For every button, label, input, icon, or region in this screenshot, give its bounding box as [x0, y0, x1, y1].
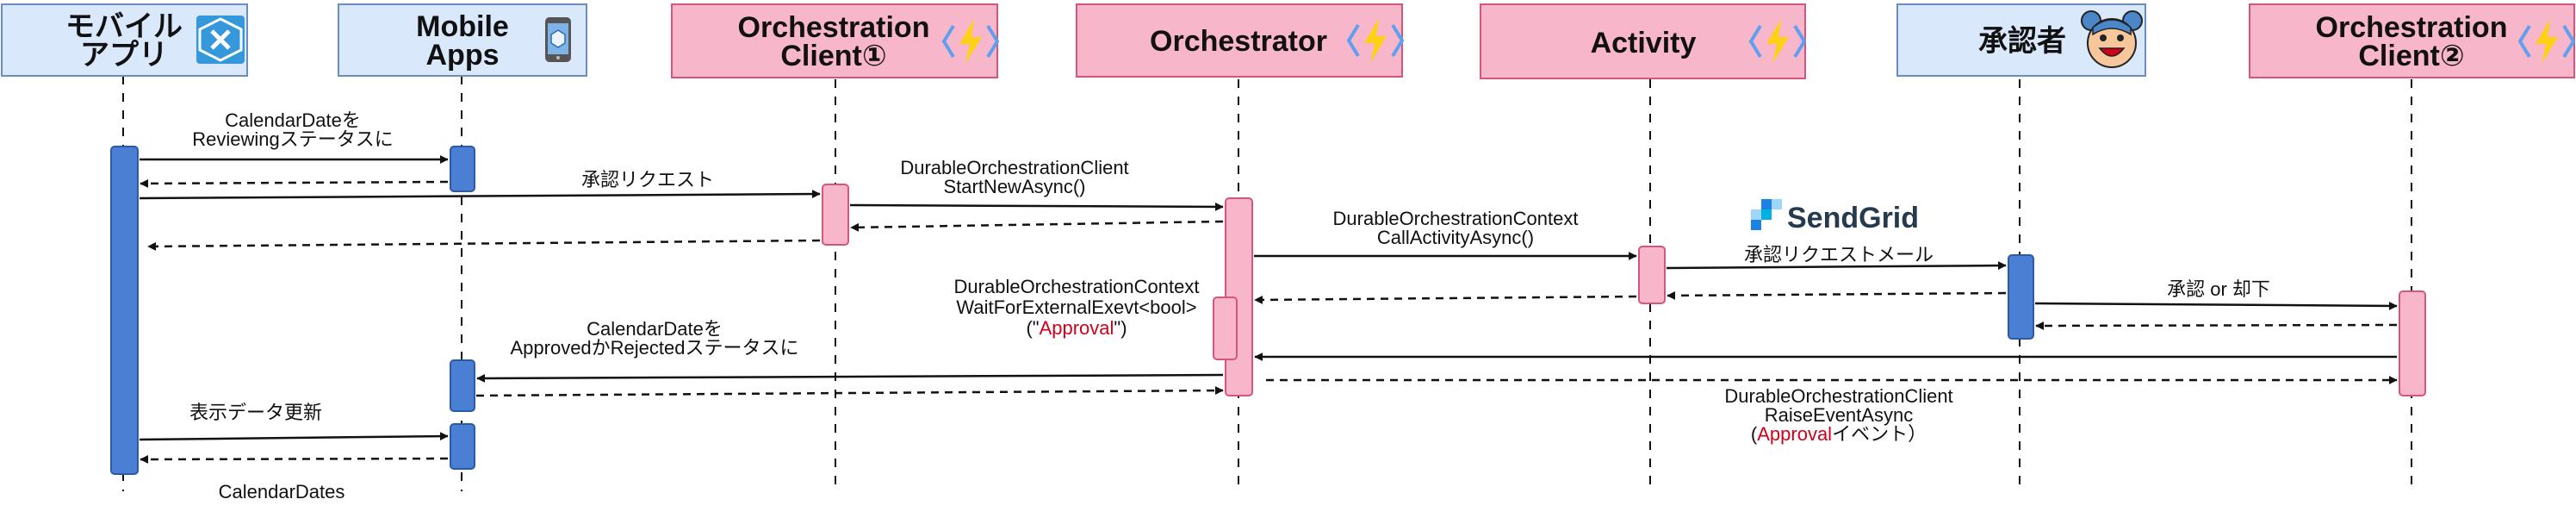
message-label-segment: Reviewingステータスに	[192, 128, 394, 150]
arrow-approve-or-reject	[2034, 301, 2398, 310]
participants: モバイル アプリ Mobile Apps Orchestration Clien…	[1, 3, 2576, 79]
azure-functions-icon	[2517, 19, 2576, 64]
arrow-activity-return	[1254, 295, 1637, 304]
message-label-m8-line2: ApprovedかRejectedステータスに	[510, 337, 798, 359]
message-label-segment: ("	[1026, 317, 1039, 339]
activation-bar-orch-client-1	[822, 184, 849, 246]
message-label-segment: RaiseEventAsync	[1765, 404, 1913, 426]
participant-label-line2: Client①	[780, 40, 886, 72]
approver-face-icon	[2081, 10, 2143, 68]
arrow-reviewing-return	[140, 178, 449, 188]
participant-activity: Activity	[1480, 3, 1807, 79]
activation-bar-mobile-apps-2	[450, 359, 475, 412]
participant-label-line2: Client②	[2358, 40, 2464, 72]
message-label-segment: ")	[1114, 317, 1127, 339]
arrow-display-data-update	[139, 432, 449, 441]
participant-mobile-app: モバイル アプリ	[1, 3, 248, 77]
arrow-approval-mail-return	[1667, 290, 2007, 300]
message-label-m11-line2: RaiseEventAsync	[1765, 404, 1913, 426]
participant-mobile-apps: Mobile Apps	[338, 3, 587, 77]
message-arrows	[139, 155, 2398, 464]
message-label-m3-line2: StartNewAsync()	[943, 176, 1085, 197]
arrow-approve-return	[2035, 321, 2398, 330]
message-label-segment: DurableOrchestrationContext	[954, 276, 1200, 297]
message-label-segment: 承認リクエストメール	[1744, 244, 1934, 265]
message-label-m7-line2: WaitForExternalExevt<bool>	[956, 296, 1196, 318]
message-label-m6-line1: 承認 or 却下	[2167, 278, 2270, 300]
message-label-segment: DurableOrchestrationClient	[900, 157, 1128, 178]
participant-label-line2: アプリ	[80, 39, 168, 72]
sendgrid-logo: SendGrid	[1751, 199, 1919, 234]
message-label-segment: CallActivityAsync()	[1377, 227, 1534, 248]
message-label-m11-line1: DurableOrchestrationClient	[1724, 385, 1952, 407]
mobile-device-icon	[545, 17, 571, 62]
participant-orch-client-2: Orchestration Client②	[2249, 3, 2576, 78]
participant-label-line1: モバイル	[65, 10, 183, 43]
message-label-m10-line1: CalendarDates	[219, 481, 345, 502]
activation-bar-approver	[2008, 254, 2034, 340]
activation-bar-activity	[1638, 246, 1666, 304]
message-label-segment: イベント）	[1832, 423, 1927, 445]
message-labels: CalendarDateをReviewingステータスに承認リクエストDurab…	[189, 109, 2270, 502]
activation-bar-mobile-apps-1	[450, 146, 475, 192]
message-label-segment: Approval	[1040, 317, 1114, 339]
participant-label: 承認者	[1978, 24, 2066, 58]
activation-bars	[110, 146, 2426, 475]
message-label-segment: CalendarDateを	[587, 318, 723, 340]
azure-functions-icon	[1346, 18, 1405, 63]
message-label-segment: Approval	[1757, 423, 1832, 445]
message-label-m4-line1: DurableOrchestrationContext	[1333, 208, 1579, 229]
participant-label-line2: Apps	[426, 39, 500, 72]
activation-bar-mobile-apps-3	[450, 423, 475, 470]
message-label-m1-line1: CalendarDateを	[225, 109, 361, 131]
message-label-segment: WaitForExternalExevt<bool>	[956, 296, 1196, 318]
arrow-approved-rejected-status	[476, 373, 1224, 383]
message-label-m5-line1: 承認リクエストメール	[1744, 244, 1934, 265]
message-label-segment: DurableOrchestrationClient	[1724, 385, 1952, 407]
arrow-approval-return	[147, 239, 821, 251]
arrow-start-new-async	[849, 202, 1224, 211]
message-label-segment: 承認リクエスト	[581, 169, 714, 190]
message-label-segment: (	[1751, 423, 1758, 445]
arrow-approval-mail	[1666, 261, 2007, 271]
message-label-segment: ApprovedかRejectedステータスに	[510, 337, 798, 359]
message-label-m3-line1: DurableOrchestrationClient	[900, 157, 1128, 178]
activation-bar-orchestrator-wait	[1213, 296, 1238, 360]
message-label-m2-line1: 承認リクエスト	[581, 169, 714, 190]
sendgrid-logo-text: SendGrid	[1787, 202, 1919, 234]
message-label-m9-line1: 表示データ更新	[189, 402, 322, 423]
participant-orchestrator: Orchestrator	[1076, 3, 1405, 78]
message-label-segment: CalendarDateを	[225, 109, 361, 131]
participant-label: Orchestrator	[1150, 25, 1327, 58]
message-label-segment: CalendarDates	[219, 481, 345, 502]
xamarin-icon	[196, 16, 245, 64]
message-label-m11-line3: (Approvalイベント）	[1751, 423, 1927, 445]
message-label-segment: 表示データ更新	[189, 402, 322, 423]
participant-label: Activity	[1591, 27, 1697, 59]
arrow-start-new-return	[850, 220, 1224, 232]
arrow-approval-request	[139, 190, 821, 200]
message-label-m7-line3: ("Approval")	[1026, 317, 1127, 339]
activation-bar-mobile-app	[110, 146, 139, 475]
message-label-m1-line2: Reviewingステータスに	[192, 128, 394, 150]
participant-label-line1: Orchestration	[2316, 11, 2508, 44]
activation-bar-orch-client-2	[2399, 290, 2426, 396]
azure-functions-icon	[1748, 19, 1807, 64]
azure-functions-icon	[941, 19, 1000, 64]
message-label-m8-line1: CalendarDateを	[587, 318, 723, 340]
message-label-segment: 承認 or 却下	[2167, 278, 2270, 300]
message-label-segment: DurableOrchestrationContext	[1333, 208, 1579, 229]
message-label-m7-line1: DurableOrchestrationContext	[954, 276, 1200, 297]
participant-orch-client-1: Orchestration Client①	[671, 3, 1000, 78]
participant-approver: 承認者	[1896, 3, 2146, 77]
message-label-segment: StartNewAsync()	[943, 176, 1085, 197]
message-label-m4-line2: CallActivityAsync()	[1377, 227, 1534, 248]
participant-label-line1: Orchestration	[738, 11, 930, 44]
arrow-status-return	[475, 386, 1224, 397]
participant-label-line1: Mobile	[416, 10, 509, 43]
